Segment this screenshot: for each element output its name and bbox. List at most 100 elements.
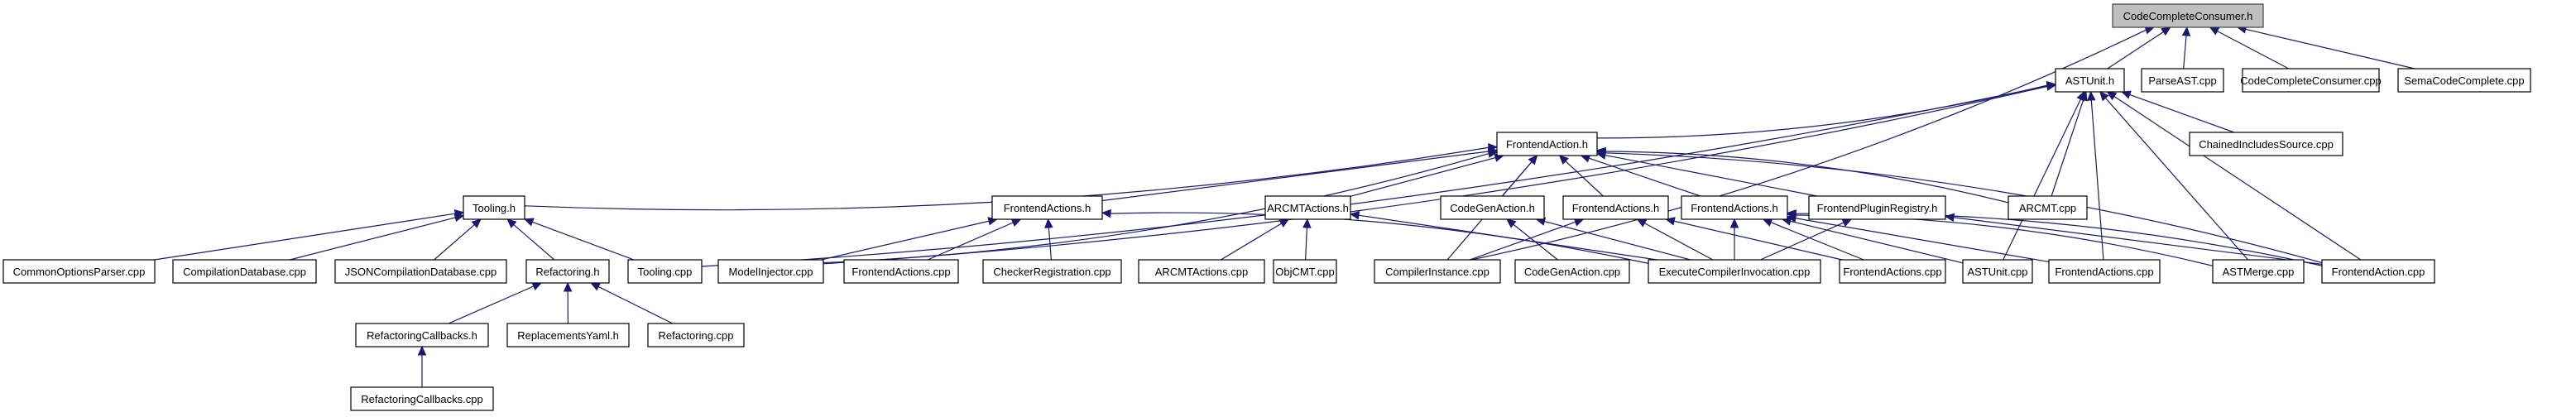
node-box xyxy=(463,195,525,220)
graph-node-arcmtactions-cpp[interactable]: ARCMTActions.cpp xyxy=(1138,259,1265,284)
node-box xyxy=(1440,195,1545,220)
node-box xyxy=(2048,259,2161,284)
graph-node-refactoring-cpp[interactable]: Refactoring.cpp xyxy=(647,323,745,348)
edge-line xyxy=(1305,227,1308,261)
node-label: ObjCMT.cpp xyxy=(1275,266,1335,278)
arrowhead-icon xyxy=(1487,149,1499,158)
edge-execci-cpp-to-feactions-h-rw xyxy=(1636,218,1714,261)
edge-astunit-cpp-to-feactions-h-fe xyxy=(1781,217,1964,264)
graph-node-codegenaction-cpp[interactable]: CodeGenAction.cpp xyxy=(1514,259,1630,284)
graph-node-compinst-cpp[interactable]: CompilerInstance.cpp xyxy=(1374,259,1501,284)
edge-line xyxy=(1605,152,2323,264)
edge-tooling-cpp-to-astunit-h xyxy=(701,81,2057,267)
edge-line xyxy=(2183,35,2187,70)
edge-line xyxy=(1110,212,1649,264)
node-box xyxy=(1681,195,1788,220)
graph-node-arcmtactions-h[interactable]: ARCMTActions.h xyxy=(1264,195,1351,220)
node-box xyxy=(1648,259,1821,284)
graph-node-feactions-h-rw[interactable]: FrontendActions.h xyxy=(1562,195,1669,220)
graph-node-arcmt-cpp[interactable]: ARCMT.cpp xyxy=(2008,195,2088,220)
edge-feactions-h-fe-to-feaction-h xyxy=(1580,154,1701,197)
node-box xyxy=(2141,68,2224,93)
graph-node-compdb-cpp[interactable]: CompilationDatabase.cpp xyxy=(172,259,317,284)
edge-astunit-cpp-to-astunit-h xyxy=(2003,90,2085,261)
graph-node-ccc-h[interactable]: CodeCompleteConsumer.h xyxy=(2112,3,2264,28)
node-label: ARCMTActions.cpp xyxy=(1155,266,1248,278)
edge-line xyxy=(2217,31,2290,70)
graph-node-feaction-cpp[interactable]: FrontendAction.cpp xyxy=(2321,259,2435,284)
graph-node-parseast-cpp[interactable]: ParseAST.cpp xyxy=(2141,68,2224,93)
graph-node-feactions-cpp-sa[interactable]: FrontendActions.cpp xyxy=(843,259,959,284)
graph-node-feactions-h-sa[interactable]: FrontendActions.h xyxy=(991,195,1103,220)
arrowhead-icon xyxy=(453,213,465,223)
arrowhead-icon xyxy=(1349,211,1360,220)
arrowhead-icon xyxy=(1762,218,1773,227)
node-box xyxy=(2212,259,2305,284)
arrowhead-icon xyxy=(417,345,427,356)
edge-arcmt-cpp-to-feaction-h xyxy=(1595,146,2009,204)
edge-feactions-cpp-rw-to-feactions-h-rw xyxy=(1665,217,1843,261)
node-label: CodeGenAction.h xyxy=(1450,202,1535,214)
graph-node-astunit-cpp[interactable]: ASTUnit.cpp xyxy=(1962,259,2033,284)
edge-line xyxy=(434,224,475,261)
node-label: ReplacementsYaml.h xyxy=(517,329,619,342)
edge-line xyxy=(1795,213,2323,266)
graph-node-feactions-cpp-fe[interactable]: FrontendActions.cpp xyxy=(2048,259,2161,284)
node-label: FrontendAction.h xyxy=(1506,138,1588,151)
graph-node-astunit-h[interactable]: ASTUnit.h xyxy=(2055,68,2125,93)
graph-node-replyaml-h[interactable]: ReplacementsYaml.h xyxy=(506,323,630,348)
node-label: CompilerInstance.cpp xyxy=(1385,266,1489,278)
graph-node-chained-cpp[interactable]: ChainedIncludesSource.cpp xyxy=(2189,132,2343,156)
graph-node-ccc-cpp[interactable]: CodeCompleteConsumer.cpp xyxy=(2240,68,2382,93)
arrowhead-icon xyxy=(1595,148,1607,158)
edges-layer xyxy=(154,25,2415,387)
graph-node-feplugin-h[interactable]: FrontendPluginRegistry.h xyxy=(1808,195,1946,220)
node-box xyxy=(2397,68,2531,93)
node-box xyxy=(1138,259,1265,284)
arrowhead-icon xyxy=(2099,91,2109,102)
graph-node-feactions-h-fe[interactable]: FrontendActions.h xyxy=(1681,195,1788,220)
arrowhead-icon xyxy=(1528,155,1538,165)
edge-compinst-cpp-to-feactions-h-rw xyxy=(1469,218,1585,261)
graph-node-codegenaction-h[interactable]: CodeGenAction.h xyxy=(1440,195,1545,220)
graph-node-semacc-cpp[interactable]: SemaCodeComplete.cpp xyxy=(2397,68,2531,93)
edge-line xyxy=(1673,220,1843,261)
node-label: RefactoringCallbacks.cpp xyxy=(361,393,482,405)
edge-line xyxy=(1101,151,1489,202)
graph-node-execci-cpp[interactable]: ExecuteCompilerInvocation.cpp xyxy=(1648,259,1821,284)
graph-node-astmerge-cpp[interactable]: ASTMerge.cpp xyxy=(2212,259,2305,284)
arrowhead-icon xyxy=(1558,155,1569,165)
node-box xyxy=(1839,259,1946,284)
graph-node-tooling-h[interactable]: Tooling.h xyxy=(463,195,525,220)
arrowhead-icon xyxy=(2121,90,2132,99)
edge-jsoncompdb-cpp-to-tooling-h xyxy=(434,218,482,261)
node-box xyxy=(172,259,317,284)
graph-node-objcmt-cpp[interactable]: ObjCMT.cpp xyxy=(1273,259,1337,284)
edge-feaction-cpp-to-astunit-h xyxy=(2106,91,2362,261)
arrowhead-icon xyxy=(2209,26,2220,36)
graph-node-feaction-h[interactable]: FrontendAction.h xyxy=(1496,132,1598,156)
edge-line xyxy=(2129,93,2234,133)
arrowhead-icon xyxy=(1302,218,1312,228)
edge-line xyxy=(1358,214,1657,261)
node-label: ARCMTActions.h xyxy=(1267,202,1349,214)
graph-node-refcb-cpp[interactable]: RefactoringCallbacks.cpp xyxy=(350,386,494,411)
arrowhead-icon xyxy=(1278,218,1290,228)
graph-node-refactoring-h[interactable]: Refactoring.h xyxy=(525,259,610,284)
edge-line xyxy=(290,217,456,261)
node-label: FrontendActions.cpp xyxy=(851,266,950,278)
edge-line xyxy=(2051,99,2084,197)
graph-node-checkerreg-cpp[interactable]: CheckerRegistration.cpp xyxy=(982,259,1122,284)
arrowhead-icon xyxy=(2046,82,2057,91)
edge-line xyxy=(821,220,990,261)
graph-node-modelinj-cpp[interactable]: ModelInjector.cpp xyxy=(717,259,824,284)
graph-node-commonopts-cpp[interactable]: CommonOptionsParser.cpp xyxy=(2,259,156,284)
graph-node-refcb-h[interactable]: RefactoringCallbacks.h xyxy=(355,323,489,348)
arrowhead-icon xyxy=(1786,209,1796,218)
node-label: ModelInjector.cpp xyxy=(729,266,813,278)
graph-node-jsoncompdb-cpp[interactable]: JSONCompilationDatabase.cpp xyxy=(334,259,507,284)
graph-node-tooling-cpp[interactable]: Tooling.cpp xyxy=(627,259,703,284)
node-label: Refactoring.cpp xyxy=(658,329,733,342)
graph-node-feactions-cpp-rw[interactable]: FrontendActions.cpp xyxy=(1839,259,1946,284)
